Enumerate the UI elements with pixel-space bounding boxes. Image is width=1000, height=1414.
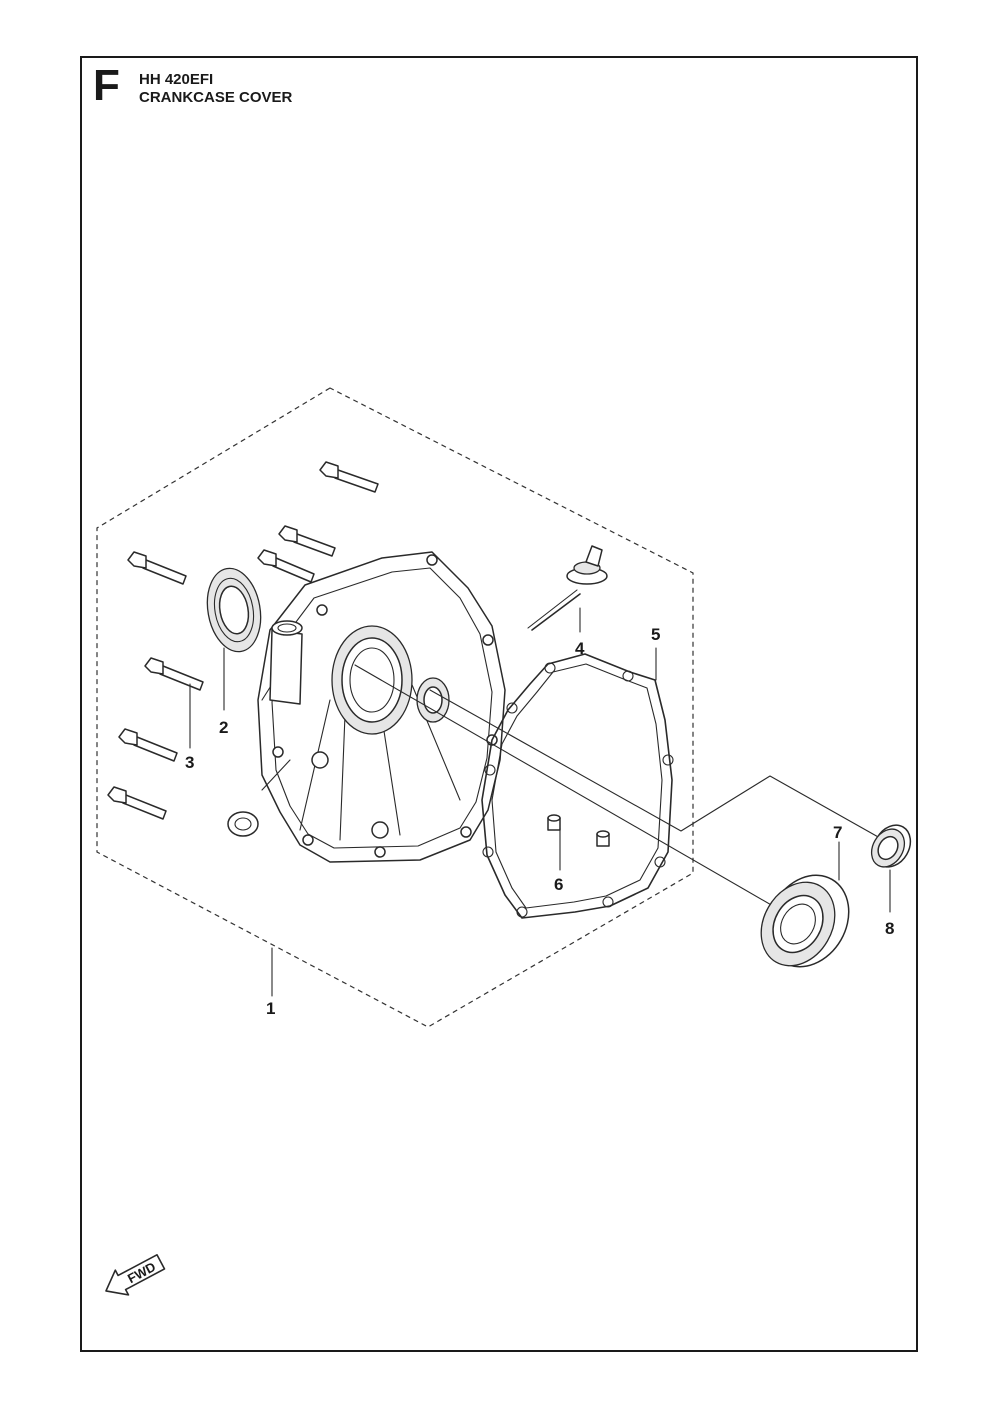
flange-bolt-part	[278, 525, 336, 557]
crankshaft-axis-line	[354, 664, 781, 911]
drawing-frame	[80, 56, 918, 1352]
callout-6: 6	[554, 875, 563, 894]
small-bearing-part	[870, 824, 912, 868]
callout-7: 7	[833, 823, 842, 842]
flange-bolt-part	[107, 786, 167, 820]
model-name: HH 420EFI	[139, 71, 214, 88]
section-letter: F	[93, 61, 120, 110]
ball-bearing-part	[760, 874, 850, 968]
flange-bolt-part	[118, 728, 178, 762]
callout-3: 3	[185, 753, 194, 772]
camshaft-axis-line	[429, 689, 881, 839]
callout-8: 8	[885, 919, 894, 938]
flange-bolt-part	[257, 549, 315, 583]
crankcase-cover-part	[227, 551, 506, 863]
flange-bolt-part	[319, 461, 379, 493]
callout-2: 2	[219, 718, 228, 737]
dipstick-part	[527, 545, 608, 631]
flange-bolt-part	[127, 551, 187, 585]
flange-bolt-part	[144, 657, 204, 691]
callout-4: 4	[575, 639, 585, 658]
gasket-part	[481, 653, 674, 919]
callout-1: 1	[266, 999, 275, 1018]
leader-lines	[189, 607, 891, 997]
dowel-pin-part	[596, 830, 610, 847]
assembly-name: CRANKCASE COVER	[139, 89, 293, 106]
oil-seal-part	[206, 567, 262, 653]
callout-5: 5	[651, 625, 660, 644]
dowel-pin-part	[547, 814, 561, 831]
forward-arrow-icon: FWD	[105, 1253, 166, 1296]
title-block: HH 420EFI CRANKCASE COVER	[139, 71, 292, 107]
kit-boundary-dashed	[96, 387, 694, 1028]
fwd-label: FWD	[125, 1259, 158, 1286]
